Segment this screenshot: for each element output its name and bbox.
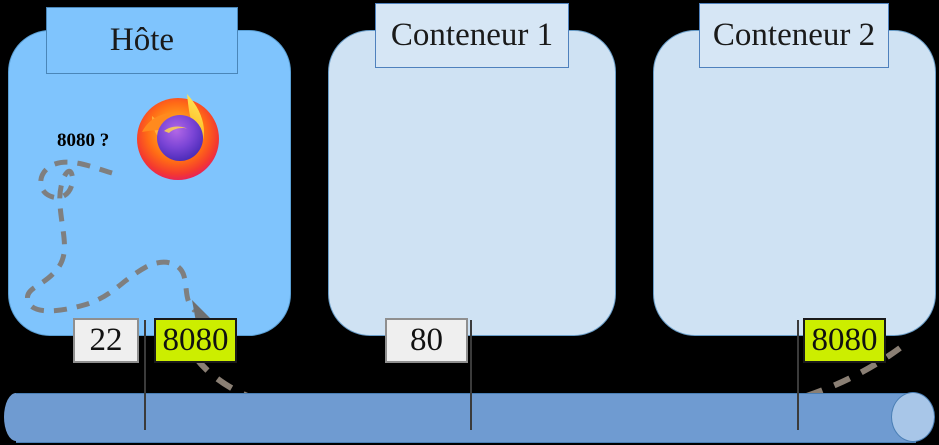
network-bus (16, 393, 916, 443)
stub-container2-http (797, 320, 799, 430)
stub-host-ssh (144, 320, 146, 430)
firefox-icon (128, 86, 228, 186)
port-container1-http-value: 80 (410, 322, 443, 358)
zone-container-1-title: Conteneur 1 (375, 3, 569, 68)
port-host-ssh-value: 22 (89, 322, 123, 358)
port-host-ssh: 22 (73, 318, 139, 363)
port-container1-http: 80 (385, 318, 468, 363)
port-container2-http-value: 8080 (811, 322, 878, 358)
zone-container-2-title: Conteneur 2 (699, 3, 889, 68)
zone-container-2-title-label: Conteneur 2 (712, 17, 876, 53)
zone-container-2 (653, 30, 936, 336)
zone-host-title-label: Hôte (109, 22, 175, 58)
port-host-published: 8080 (154, 318, 237, 363)
network-bus-cap-right (891, 392, 935, 442)
port-host-published-value: 8080 (162, 322, 229, 358)
zone-container-1-title-label: Conteneur 1 (390, 17, 554, 53)
query-port-label: 8080 ? (57, 130, 110, 151)
stub-container1-http (470, 320, 472, 430)
zone-host-title: Hôte (46, 7, 238, 74)
zone-container-1 (328, 30, 616, 336)
port-container2-http: 8080 (803, 318, 886, 363)
